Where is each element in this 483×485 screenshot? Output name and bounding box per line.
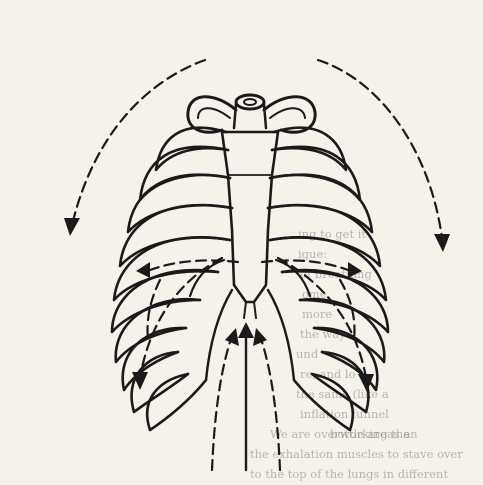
arrowhead-left — [64, 218, 80, 236]
bleed-line: und — [296, 347, 319, 361]
dashed-left-upper — [150, 260, 238, 270]
vertebra — [234, 95, 266, 128]
left-ribs — [112, 128, 232, 430]
bleed-line: more — [302, 307, 332, 321]
left-up-arrow — [212, 336, 232, 470]
bleed-line: igue: — [298, 247, 327, 261]
arrowhead-right — [434, 234, 450, 252]
bleed-line: inflation funnel — [300, 407, 389, 421]
bleed-line: bottle areas an — [330, 427, 418, 441]
xiphoid — [244, 302, 256, 318]
bleed-through-text: ing to get it igue: of breathing ome mor… — [250, 227, 463, 481]
bleed-line: the exhalation muscles to stave over — [250, 447, 463, 461]
sternum — [222, 132, 278, 302]
